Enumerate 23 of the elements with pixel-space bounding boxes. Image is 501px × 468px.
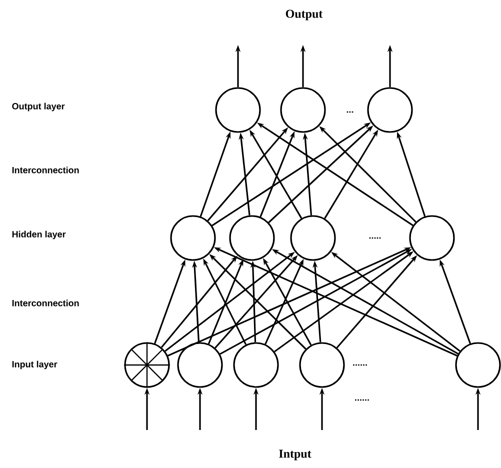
neuron-circle (299, 342, 345, 388)
neuron-circle (455, 342, 501, 388)
neuron-circle (215, 87, 261, 133)
heading: Intput (279, 450, 312, 460)
ellipsis: ... (346, 111, 354, 113)
layer-label: Interconnection (12, 300, 79, 306)
ellipsis: ..... (369, 237, 381, 239)
neuron-circle (124, 342, 170, 388)
layer-label: Output layer (12, 102, 65, 112)
layer-label: Input layer (12, 360, 58, 370)
layer-label: Interconnection (12, 166, 79, 174)
neuron-circle (170, 215, 216, 261)
neuron-circle (233, 342, 279, 388)
neuron-circle (367, 87, 413, 133)
ellipsis: ...... (355, 399, 369, 401)
neuron-circle (409, 215, 455, 261)
neuron-circle (177, 342, 223, 388)
neuron-circle (280, 87, 326, 133)
neuron-circle (290, 215, 336, 261)
neuron-circle (229, 215, 275, 261)
ellipsis: ...... (353, 364, 367, 366)
heading: Output (286, 10, 323, 20)
layer-label: Hidden layer (12, 230, 66, 240)
